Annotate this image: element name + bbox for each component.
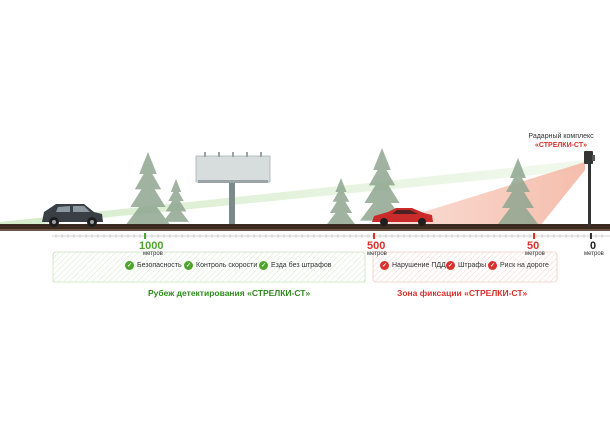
fixation-item: ✓ Нарушение ПДД (380, 261, 446, 270)
distance-50: 50 (527, 240, 540, 252)
detection-item-label: Безопасность (137, 262, 182, 269)
tree-icon (163, 179, 189, 222)
radar-name: «СТРЕЛКИ-СТ» (535, 142, 587, 149)
fixation-item-label: Нарушение ПДД (392, 262, 446, 269)
distance-0: 0 (590, 240, 597, 252)
detection-item: ✓ Безопасность (125, 261, 182, 270)
radar-pole-icon (584, 151, 595, 226)
check-icon: ✓ (488, 261, 497, 270)
road (0, 224, 610, 229)
suv-icon (42, 204, 103, 227)
fixation-beam (378, 162, 585, 226)
radar-title: Радарный комплекс (528, 133, 594, 140)
fixation-item-label: Штрафы (458, 262, 487, 269)
fixation-zone-title: Зона фиксации «СТРЕЛКИ-СТ» (397, 288, 528, 298)
billboard-icon (195, 152, 271, 226)
fixation-zone-bracket (372, 251, 558, 283)
distance-50-unit: метров (525, 251, 545, 257)
check-icon: ✓ (125, 261, 134, 270)
detection-zone-title: Рубеж детектирования «СТРЕЛКИ-СТ» (148, 288, 311, 298)
detection-item-label: Контроль скорости (196, 262, 258, 269)
distance-scale (52, 233, 610, 239)
detection-item: ✓ Контроль скорости (184, 261, 257, 270)
sports-car-icon (372, 208, 433, 226)
check-icon: ✓ (380, 261, 389, 270)
distance-1000-unit: метров (143, 251, 163, 257)
detection-item: ✓ Езда без штрафов (259, 261, 331, 270)
check-icon: ✓ (184, 261, 193, 270)
fixation-item-label: Риск на дороге (500, 262, 549, 269)
check-icon: ✓ (259, 261, 268, 270)
check-icon: ✓ (446, 261, 455, 270)
distance-0-unit: метров (584, 251, 604, 257)
detection-zone-bracket (52, 251, 366, 283)
distance-500: 500 (367, 240, 386, 252)
fixation-item: ✓ Штрафы (446, 261, 486, 270)
detection-item-label: Езда без штрафов (271, 262, 332, 269)
distance-500-unit: метров (367, 251, 387, 257)
distance-1000: 1000 (139, 240, 164, 252)
fixation-item: ✓ Риск на дороге (488, 261, 549, 270)
